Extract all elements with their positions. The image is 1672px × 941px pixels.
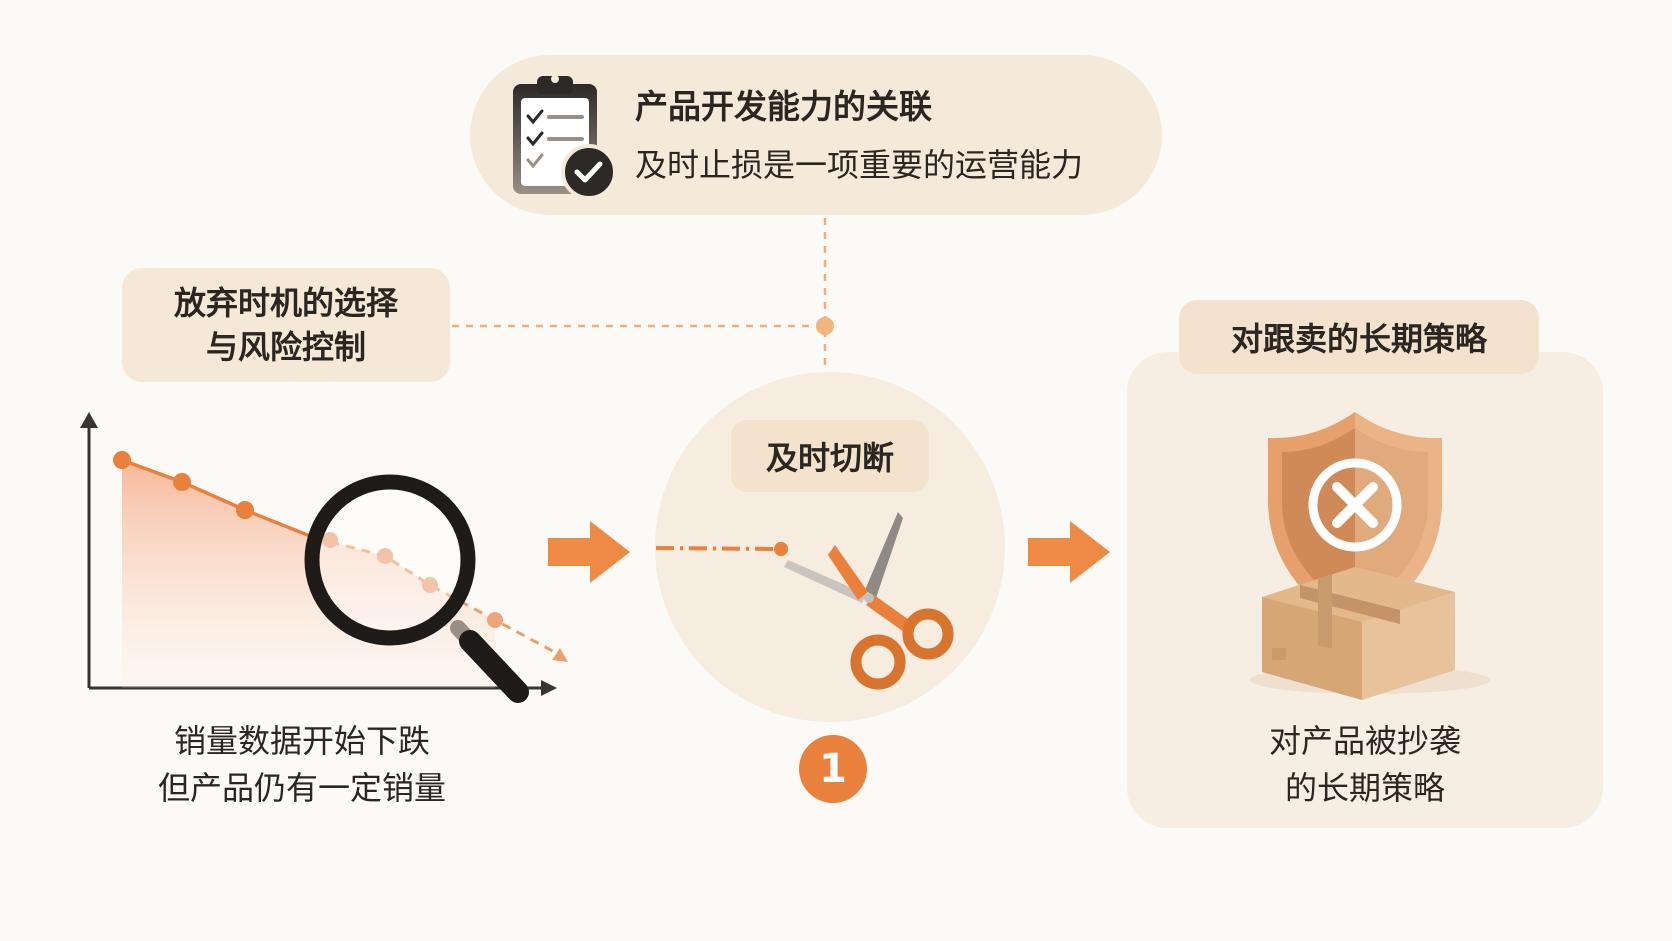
connector-lines — [452, 218, 834, 372]
chart-point — [113, 451, 131, 469]
chart-point — [422, 577, 438, 593]
scissors-icon — [784, 512, 954, 690]
left-section-label: 放弃时机的选择 与风险控制 — [122, 268, 450, 382]
chart-point — [377, 548, 393, 564]
box-icon — [1250, 567, 1490, 700]
connector-junction — [816, 317, 834, 335]
cut-line — [655, 542, 788, 556]
center-section-label: 及时切断 — [731, 420, 929, 492]
step-number-badge: 1 — [799, 735, 867, 803]
chart-point — [236, 501, 254, 519]
left-label-line-2: 与风险控制 — [205, 328, 366, 366]
left-label-line-1: 放弃时机的选择 — [173, 284, 398, 322]
left-caption-line-2: 但产品仍有一定销量 — [157, 769, 446, 807]
right-section-label: 对跟卖的长期策略 — [1179, 300, 1539, 374]
clipboard-check-icon — [513, 75, 617, 200]
top-card-title: 产品开发能力的关联 — [635, 87, 932, 126]
left-caption-line-1: 销量数据开始下跌 — [173, 722, 430, 760]
right-caption-line-2: 的长期策略 — [1284, 769, 1445, 807]
chart-point — [487, 612, 503, 628]
left-section-caption: 销量数据开始下跌 但产品仍有一定销量 — [120, 718, 484, 812]
chart-point — [173, 473, 191, 491]
magnifier-icon — [304, 474, 529, 703]
chart-point — [322, 532, 338, 548]
arrow-right-icon — [548, 521, 630, 583]
shield-x-icon — [1268, 412, 1442, 632]
right-caption-line-1: 对产品被抄袭 — [1268, 722, 1461, 760]
arrow-right-icon — [1028, 521, 1110, 583]
top-card-subtitle: 及时止损是一项重要的运营能力 — [635, 146, 1084, 184]
right-section-caption: 对产品被抄袭 的长期策略 — [1200, 718, 1530, 812]
